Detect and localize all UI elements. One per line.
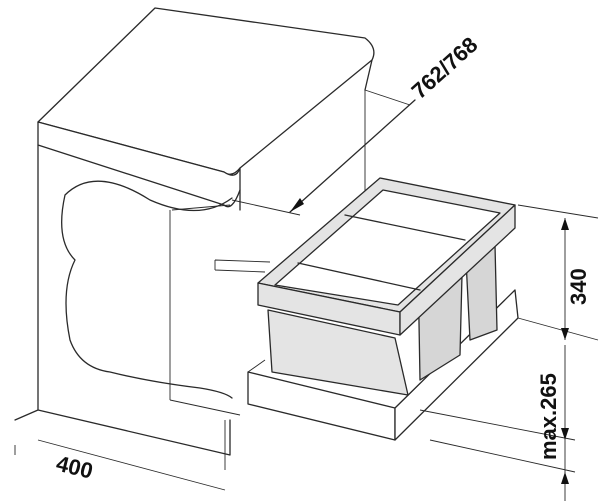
depth-dimension-line: [289, 99, 416, 213]
width-dimension-lines: [14, 420, 226, 491]
max-height-label: max.265: [536, 373, 561, 460]
bin-opening: [274, 189, 501, 306]
bin-dividers: [297, 214, 466, 291]
height-dimensions: [419, 204, 599, 501]
dimension-lines: [419, 204, 599, 501]
cabinet-outline: [14, 59, 373, 456]
siphon-pipe: [61, 180, 233, 399]
arrow-icon: [290, 198, 304, 212]
depth-guide-lines: [231, 89, 411, 216]
width-label: 400: [54, 451, 96, 484]
cabinet-inner-lines: [169, 90, 366, 416]
arrow-icon: [561, 218, 569, 484]
depth-label: 762/768: [407, 32, 483, 104]
waste-bins: [257, 177, 516, 396]
sink-cabinet: [14, 7, 416, 491]
bin-front: [267, 309, 409, 396]
height-label: 340: [566, 268, 591, 305]
bin-rim-side: [399, 204, 516, 336]
